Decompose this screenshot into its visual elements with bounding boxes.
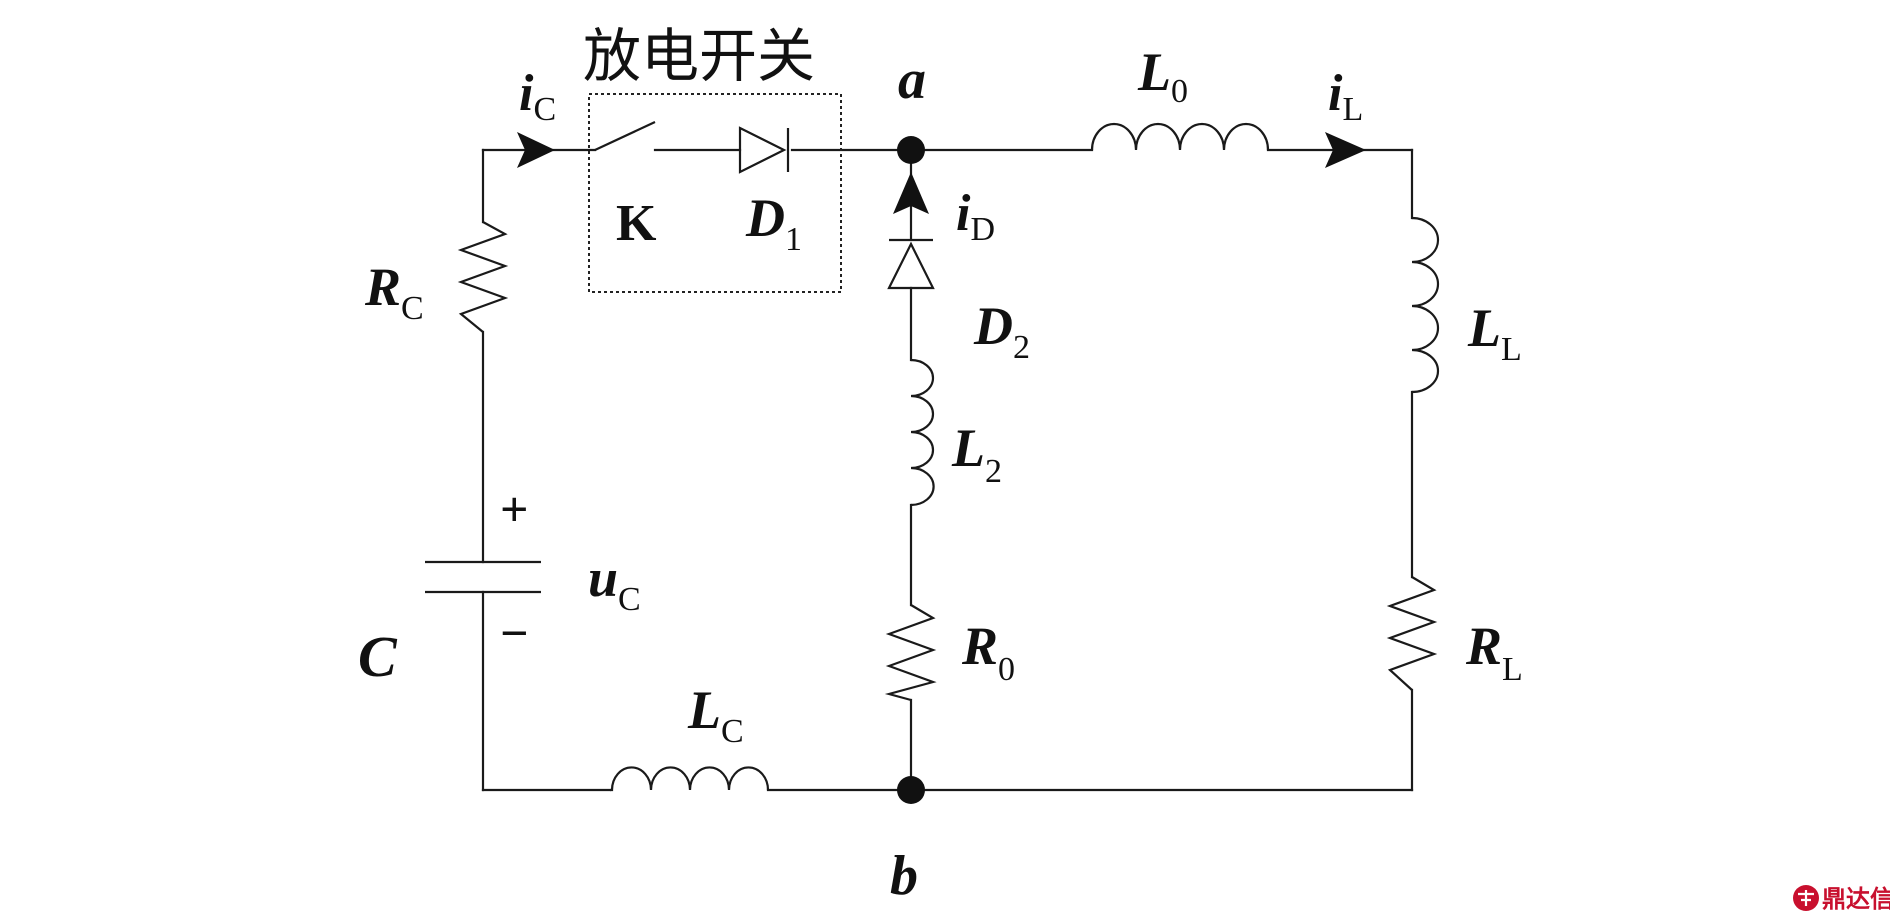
label-r0: R0 (961, 616, 1015, 688)
capacitor-c (425, 560, 541, 594)
label-lc: LC (687, 680, 744, 750)
inductor-l0 (1090, 122, 1270, 151)
label-id: iD (956, 185, 995, 248)
switch-box-label: 放电开关 (583, 22, 815, 90)
resistor-r0 (884, 604, 937, 702)
label-d2: D2 (973, 296, 1030, 366)
inductor-ll (1411, 216, 1440, 394)
inductor-l2 (910, 358, 935, 507)
diode-d1 (738, 126, 790, 174)
label-il: iL (1328, 65, 1363, 128)
label-k: K (616, 195, 657, 252)
label-node-b: b (890, 845, 918, 907)
discharge-switch-box (588, 93, 842, 293)
switch-k (594, 121, 656, 151)
label-minus: − (500, 605, 529, 661)
diode-d2 (887, 238, 935, 290)
current-arrow-id (893, 172, 929, 214)
label-rl: RL (1465, 616, 1523, 688)
label-rc: RC (364, 257, 424, 327)
inductor-lc (610, 766, 770, 792)
node-b-dot (897, 776, 925, 804)
label-l0: L0 (1137, 42, 1188, 110)
resistor-rc (457, 221, 509, 333)
label-c: C (358, 624, 398, 689)
current-arrow-il (1325, 132, 1366, 168)
label-ll: LL (1467, 298, 1522, 368)
resistor-rl (1386, 576, 1438, 691)
current-arrow-ic (517, 132, 555, 168)
watermark-text: 鼎达信 (1822, 885, 1890, 913)
label-l2: L2 (951, 418, 1002, 490)
logo-icon (1793, 885, 1819, 911)
label-d1: D1 (745, 188, 802, 258)
label-node-a: a (898, 49, 926, 111)
label-uc: uC (588, 548, 641, 618)
label-ic: iC (519, 65, 556, 128)
label-plus: + (500, 481, 529, 537)
watermark: 鼎达信 (1793, 885, 1890, 913)
node-a-dot (897, 136, 925, 164)
